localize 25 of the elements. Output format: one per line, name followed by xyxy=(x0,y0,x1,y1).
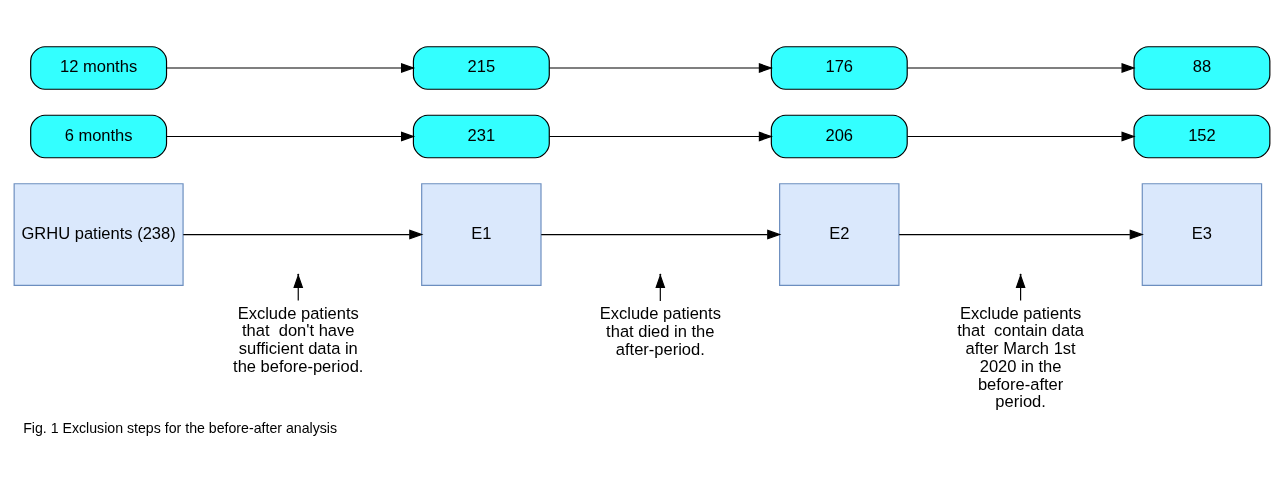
arrow xyxy=(166,131,416,141)
node-box: 215 xyxy=(412,45,550,90)
node-text: Exclude patients that died in the after-period. xyxy=(599,303,721,359)
node-box: 152 xyxy=(1133,114,1271,158)
node-box: 176 xyxy=(770,45,908,90)
node-box: GRHU patients (238) xyxy=(13,182,184,286)
node-box: 88 xyxy=(1133,45,1271,90)
arrow xyxy=(548,131,773,141)
node-box: 231 xyxy=(412,114,550,158)
node-text: Exclude patients that contain data after March 1st 2020 in the before-after period. xyxy=(957,303,1084,411)
node-box: E1 xyxy=(421,182,542,286)
node-box: E2 xyxy=(779,182,900,286)
node-text: Exclude patients that don't have sufficient data in the before-period. xyxy=(233,303,364,376)
arrow xyxy=(898,229,1144,239)
arrow xyxy=(540,229,782,239)
arrow xyxy=(906,62,1136,73)
arrow xyxy=(166,62,416,73)
node-box: 206 xyxy=(770,114,908,158)
caption: Fig. 1 Exclusion steps for the before-after analysis xyxy=(23,419,338,436)
arrow xyxy=(906,131,1136,141)
arrow xyxy=(548,62,773,73)
node-box: 6 months xyxy=(30,114,168,158)
node-box: 12 months xyxy=(30,45,168,90)
node-box: E3 xyxy=(1141,182,1263,286)
arrow xyxy=(182,229,424,239)
